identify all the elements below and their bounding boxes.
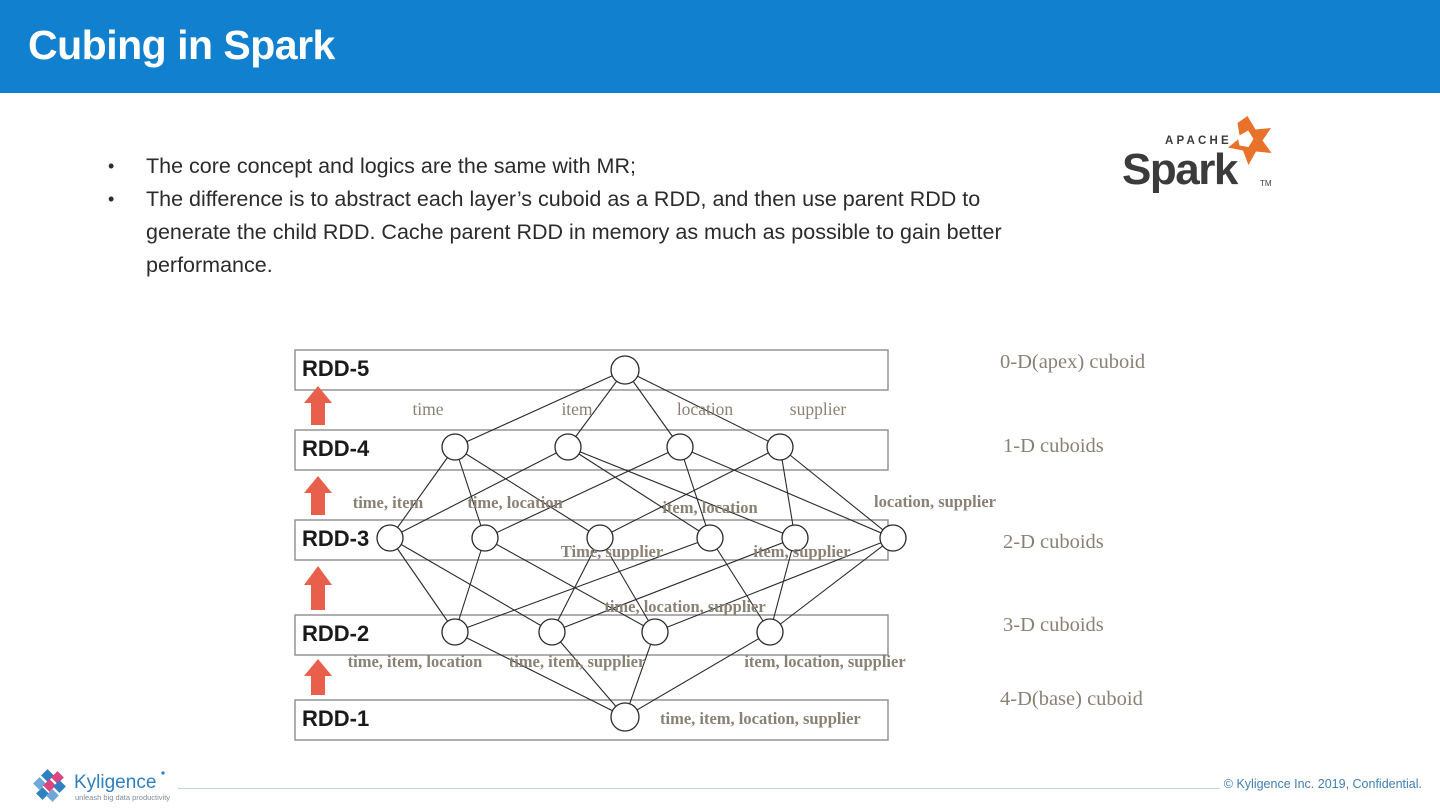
- rdd-box-label-3: RDD-3: [302, 526, 370, 551]
- bullet-marker-icon: •: [108, 189, 115, 209]
- node-time-supplier: [586, 524, 614, 552]
- label-time-item-location: time, item, location: [348, 652, 483, 671]
- label-supplier: supplier: [790, 399, 847, 419]
- up-arrow-icon: [304, 476, 332, 515]
- rdd-box-label-5: RDD-5: [302, 356, 370, 381]
- node-time: [441, 433, 469, 461]
- page-title: Cubing in Spark: [28, 22, 335, 68]
- rdd-box-label-2: RDD-2: [302, 621, 370, 646]
- node-base: [610, 702, 640, 732]
- node-item: [554, 433, 582, 461]
- node-item-supplier: [781, 524, 809, 552]
- node-location: [666, 433, 694, 461]
- apache-spark-logo: APACHE Spark TM: [1108, 112, 1293, 198]
- bullet-marker-icon: •: [108, 156, 115, 176]
- up-arrow-icon: [304, 659, 332, 695]
- label-time-item: time, item: [353, 493, 424, 512]
- cuboid-level-label-0d: 0-D(apex) cuboid: [1000, 351, 1146, 373]
- node-location-supplier: [879, 524, 907, 552]
- node-time-item: [376, 524, 404, 552]
- node-time-location-supplier: [641, 618, 669, 646]
- bullet-text: The difference is to abstract each layer…: [146, 187, 1002, 277]
- label-base-cuboid: time, item, location, supplier: [660, 709, 861, 728]
- kyligence-diamond-icon: [33, 769, 66, 802]
- rdd-box-5: [294, 349, 889, 391]
- cuboid-level-label-4d: 4-D(base) cuboid: [1000, 688, 1143, 710]
- cuboid-level-label-1d: 1-D cuboids: [1003, 435, 1104, 457]
- cuboid-level-label-2d: 2-D cuboids: [1003, 531, 1104, 553]
- lattice-edges: [389, 369, 894, 718]
- svg-text:TM: TM: [1260, 179, 1272, 188]
- bullet-item: • The difference is to abstract each lay…: [108, 183, 1038, 282]
- kyligence-tagline: unleash big data productivity: [75, 793, 170, 802]
- lattice-nodes: [376, 355, 907, 732]
- rdd-box-2: [294, 614, 889, 656]
- node-item-location-supplier: [756, 618, 784, 646]
- rdd-box-4: [294, 429, 889, 471]
- cache-arrows: [304, 386, 332, 695]
- copyright-text: © Kyligence Inc. 2019, Confidential.: [1223, 777, 1422, 791]
- node-time-item-supplier: [538, 618, 566, 646]
- bullet-text: The core concept and logics are the same…: [146, 154, 636, 178]
- bullet-list: • The core concept and logics are the sa…: [108, 150, 1038, 282]
- footer-divider: [178, 788, 1220, 789]
- node-time-item-location: [441, 618, 469, 646]
- cuboid-lattice-diagram: .lat-line { stroke:#2a2a2a; stroke-width…: [280, 335, 1180, 745]
- rdd-box-label-1: RDD-1: [302, 706, 370, 731]
- spark-star-icon: [1228, 116, 1272, 165]
- up-arrow-icon: [304, 386, 332, 425]
- label-item: item: [561, 399, 592, 419]
- svg-text:Spark: Spark: [1122, 145, 1239, 194]
- kyligence-wordmark: Kyligence: [74, 772, 156, 793]
- kyligence-logo: Kyligence unleash big data productivity: [30, 766, 175, 806]
- up-arrow-icon: [304, 566, 332, 610]
- label-item-location-supplier: item, location, supplier: [744, 652, 905, 671]
- node-apex: [610, 355, 640, 385]
- label-time: time: [412, 399, 443, 419]
- svg-text:APACHE: APACHE: [1165, 135, 1232, 147]
- node-time-location: [471, 524, 499, 552]
- label-item-supplier: item, supplier: [753, 542, 850, 561]
- label-time-supplier: Time, supplier: [561, 542, 663, 561]
- bullet-item: • The core concept and logics are the sa…: [108, 150, 1038, 183]
- cuboid-level-label-3d: 3-D cuboids: [1003, 614, 1104, 636]
- lattice-labels: time item location supplier time, item t…: [348, 399, 996, 728]
- label-time-location: time, location: [467, 493, 562, 512]
- header-banner: [0, 0, 1440, 93]
- label-time-item-supplier: time, item, supplier: [509, 652, 646, 671]
- label-location: location: [677, 399, 734, 419]
- rdd-box-label-4: RDD-4: [302, 436, 370, 461]
- label-item-location: item, location: [662, 498, 757, 517]
- node-item-location: [696, 524, 724, 552]
- label-location-supplier: location, supplier: [874, 492, 996, 511]
- label-time-location-supplier: time, location, supplier: [604, 597, 765, 616]
- node-supplier: [766, 433, 794, 461]
